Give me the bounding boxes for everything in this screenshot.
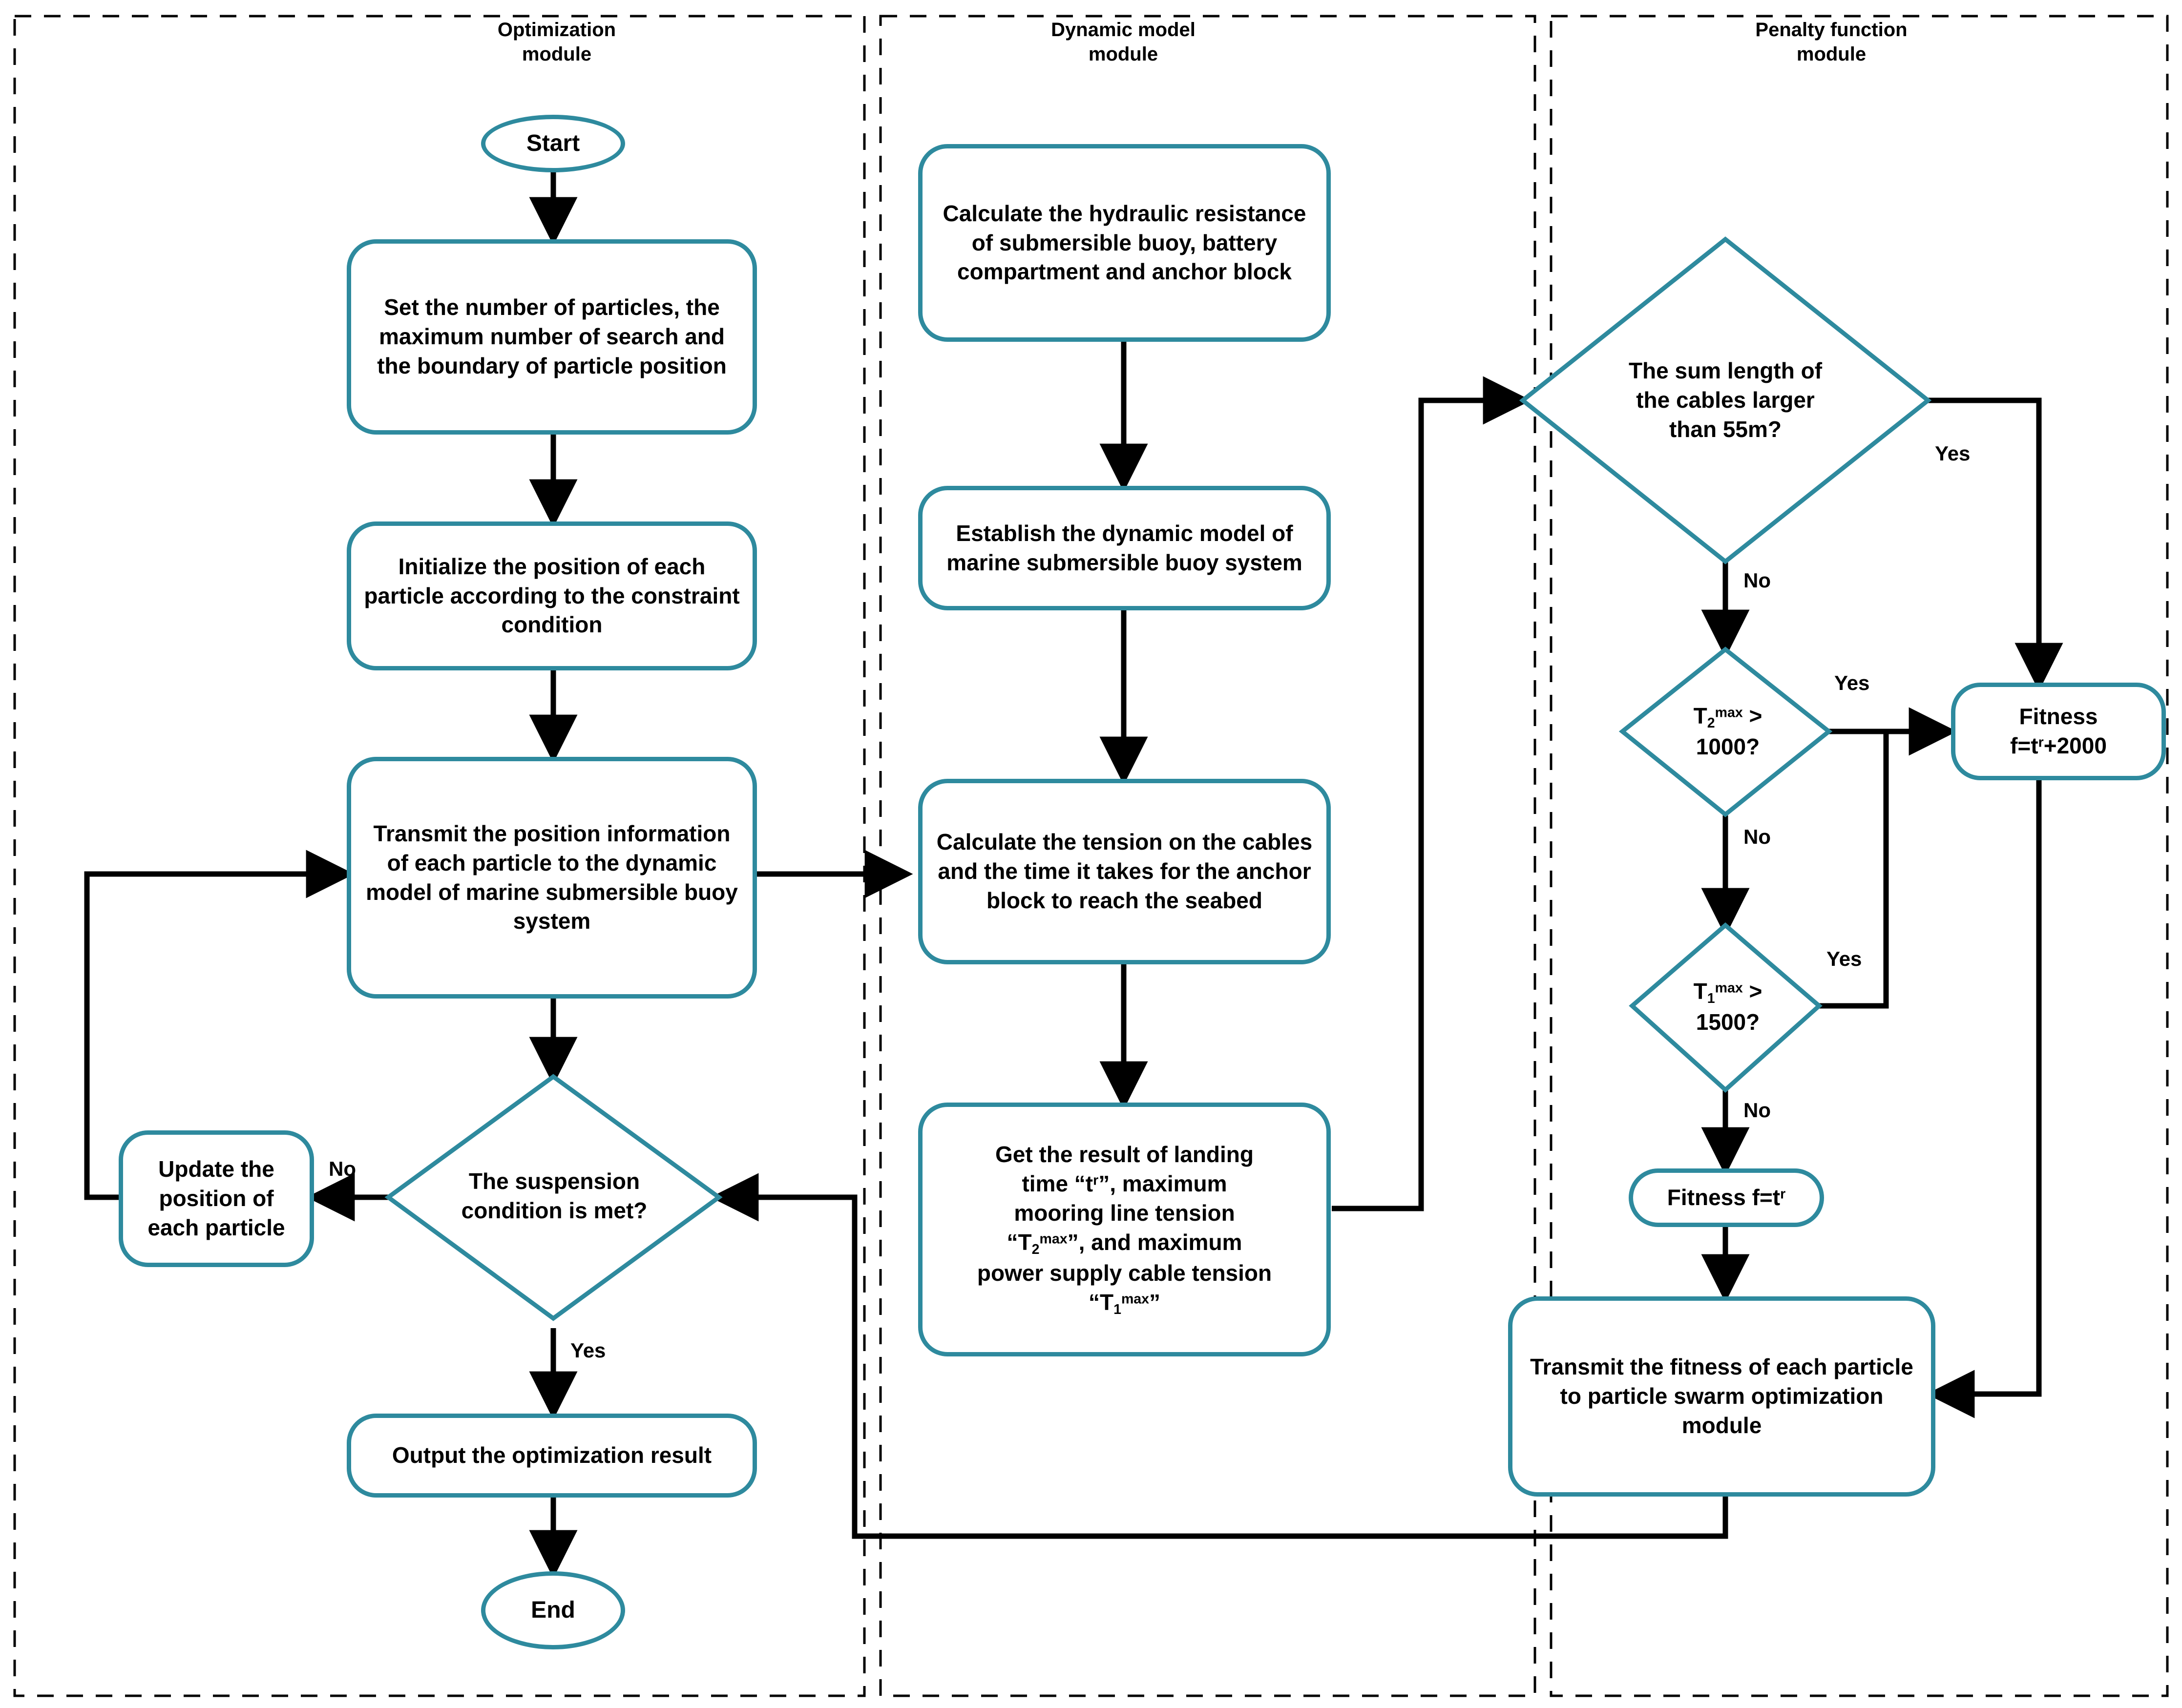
module-title-dynamic-line1: Dynamic model bbox=[1051, 19, 1196, 41]
node-start[interactable]: Start bbox=[481, 115, 625, 172]
t1max-diamond bbox=[1629, 922, 1823, 1093]
node-get-result-line5: power supply cable tension bbox=[977, 1260, 1272, 1286]
node-get-result-line3: mooring line tension bbox=[1014, 1200, 1235, 1226]
edge-label-t2max-yes: Yes bbox=[1834, 671, 1870, 694]
node-initialize-label: Initialize the position of each particle… bbox=[364, 553, 740, 638]
tr-superscript: r bbox=[1093, 1172, 1099, 1188]
penalty-connectors bbox=[1701, 397, 2063, 1418]
node-establish-model[interactable]: Establish the dynamic model of marine su… bbox=[918, 486, 1331, 610]
node-fitness-penalty[interactable]: Fitness f=tr+2000 bbox=[1951, 683, 2166, 780]
t2max-superscript: max bbox=[1715, 704, 1743, 720]
edge-label-suspension-no: No bbox=[329, 1157, 356, 1180]
node-get-result-line2: time “tr”, maximum bbox=[1022, 1171, 1227, 1197]
edge-label-suspension-yes: Yes bbox=[570, 1339, 606, 1362]
node-get-result-line1: Get the result of landing bbox=[995, 1142, 1254, 1167]
sum-length-line1: The sum length of bbox=[1628, 358, 1823, 384]
node-get-result[interactable]: Get the result of landing time “tr”, max… bbox=[918, 1103, 1331, 1356]
sum-length-line3: than 55m? bbox=[1669, 416, 1782, 442]
node-calc-tension[interactable]: Calculate the tension on the cables and … bbox=[918, 779, 1331, 964]
node-calc-resistance-label: Calculate the hydraulic resistance of su… bbox=[943, 200, 1306, 285]
t1max-operator: > bbox=[1742, 978, 1762, 1004]
module-title-penalty-line2: module bbox=[1796, 43, 1867, 65]
node-transmit-position-label: Transmit the position information of eac… bbox=[366, 820, 738, 934]
module-title-dynamic-line2: module bbox=[1088, 43, 1158, 65]
module-title-dynamic: Dynamic model module bbox=[952, 18, 1294, 66]
node-calc-tension-label: Calculate the tension on the cables and … bbox=[936, 829, 1313, 913]
t2max-line1: T2max > bbox=[1693, 703, 1762, 731]
module-title-penalty: Penalty function module bbox=[1660, 18, 2002, 66]
fitness-plain-superscript: r bbox=[1780, 1186, 1786, 1202]
node-get-result-line6: “T1max” bbox=[1088, 1289, 1161, 1317]
t2-subscript: 2 bbox=[1031, 1241, 1040, 1257]
node-get-result-line4: “T2max”, and maximum bbox=[1007, 1229, 1242, 1257]
sum-length-diamond bbox=[1519, 236, 1932, 564]
t1max-threshold: 1500? bbox=[1696, 1009, 1760, 1035]
node-transmit-fitness[interactable]: Transmit the fitness of each particle to… bbox=[1508, 1296, 1935, 1497]
suspension-condition-diamond bbox=[384, 1074, 723, 1321]
decision-shapes bbox=[384, 236, 1932, 1321]
fitness-penalty-superscript: r bbox=[2038, 734, 2044, 750]
node-output-result[interactable]: Output the optimization result bbox=[347, 1414, 757, 1498]
node-fitness-plain[interactable]: Fitness f=tr bbox=[1629, 1168, 1824, 1227]
fitness-plain-line1: Fitness f=tr bbox=[1667, 1185, 1786, 1210]
t1-subscript: 1 bbox=[1113, 1301, 1121, 1317]
node-initialize[interactable]: Initialize the position of each particle… bbox=[347, 521, 757, 670]
t2max-threshold: 1000? bbox=[1696, 733, 1760, 759]
module-title-optimization-line2: module bbox=[522, 43, 592, 65]
edge-label-t2max-no: No bbox=[1743, 825, 1771, 848]
t1max-line1: T1max > bbox=[1693, 978, 1762, 1006]
node-suspension-decision-label: The suspension condition is met? bbox=[461, 1168, 648, 1223]
node-establish-model-label: Establish the dynamic model of marine su… bbox=[946, 520, 1302, 575]
module-title-optimization-line1: Optimization bbox=[497, 19, 616, 41]
module-boundary-optimization bbox=[13, 15, 866, 1697]
fitness-penalty-line2: f=tr+2000 bbox=[2010, 733, 2107, 758]
node-t1max-decision[interactable]: T1max > 1500? bbox=[1650, 953, 1806, 1061]
node-suspension-decision[interactable]: The suspension condition is met? bbox=[454, 1118, 654, 1274]
edge-label-sum-length-no: No bbox=[1743, 569, 1771, 592]
node-start-label: Start bbox=[526, 130, 580, 156]
edge-label-t1max-yes: Yes bbox=[1826, 947, 1862, 970]
edge-label-t1max-no: No bbox=[1743, 1099, 1771, 1122]
module-boundary-penalty bbox=[1550, 15, 2169, 1697]
node-transmit-fitness-label: Transmit the fitness of each particle to… bbox=[1530, 1354, 1913, 1438]
t2-superscript: max bbox=[1039, 1231, 1068, 1247]
t1max-superscript: max bbox=[1715, 979, 1743, 996]
node-t2max-decision[interactable]: T2max > 1000? bbox=[1645, 678, 1811, 785]
t2max-diamond bbox=[1618, 646, 1833, 817]
t2max-subscript: 2 bbox=[1707, 715, 1715, 731]
module-boundary-dynamic bbox=[879, 15, 1536, 1697]
node-update-position-label: Update the position of each particle bbox=[147, 1156, 285, 1240]
node-calc-resistance[interactable]: Calculate the hydraulic resistance of su… bbox=[918, 144, 1331, 342]
module-title-optimization: Optimization module bbox=[366, 18, 747, 66]
node-end-label: End bbox=[531, 1597, 575, 1623]
t1max-subscript: 1 bbox=[1707, 990, 1715, 1006]
t1-superscript: max bbox=[1121, 1291, 1150, 1307]
module-boundaries bbox=[13, 15, 2169, 1697]
node-set-params-label: Set the number of particles, the maximum… bbox=[377, 294, 727, 378]
node-set-params[interactable]: Set the number of particles, the maximum… bbox=[347, 239, 757, 435]
node-transmit-position[interactable]: Transmit the position information of eac… bbox=[347, 757, 757, 999]
edge-label-sum-length-yes: Yes bbox=[1935, 442, 1971, 465]
module-title-penalty-line1: Penalty function bbox=[1755, 19, 1908, 41]
fitness-penalty-line1: Fitness bbox=[2019, 704, 2098, 729]
node-update-position[interactable]: Update the position of each particle bbox=[119, 1130, 314, 1267]
node-sum-length-decision[interactable]: The sum length of the cables larger than… bbox=[1591, 322, 1860, 479]
dynamic-connectors bbox=[710, 342, 1728, 1539]
sum-length-line2: the cables larger bbox=[1636, 387, 1815, 413]
node-output-result-label: Output the optimization result bbox=[392, 1442, 712, 1468]
t2max-operator: > bbox=[1742, 703, 1762, 729]
node-end[interactable]: End bbox=[481, 1571, 625, 1649]
optimization-connectors bbox=[84, 171, 578, 1579]
